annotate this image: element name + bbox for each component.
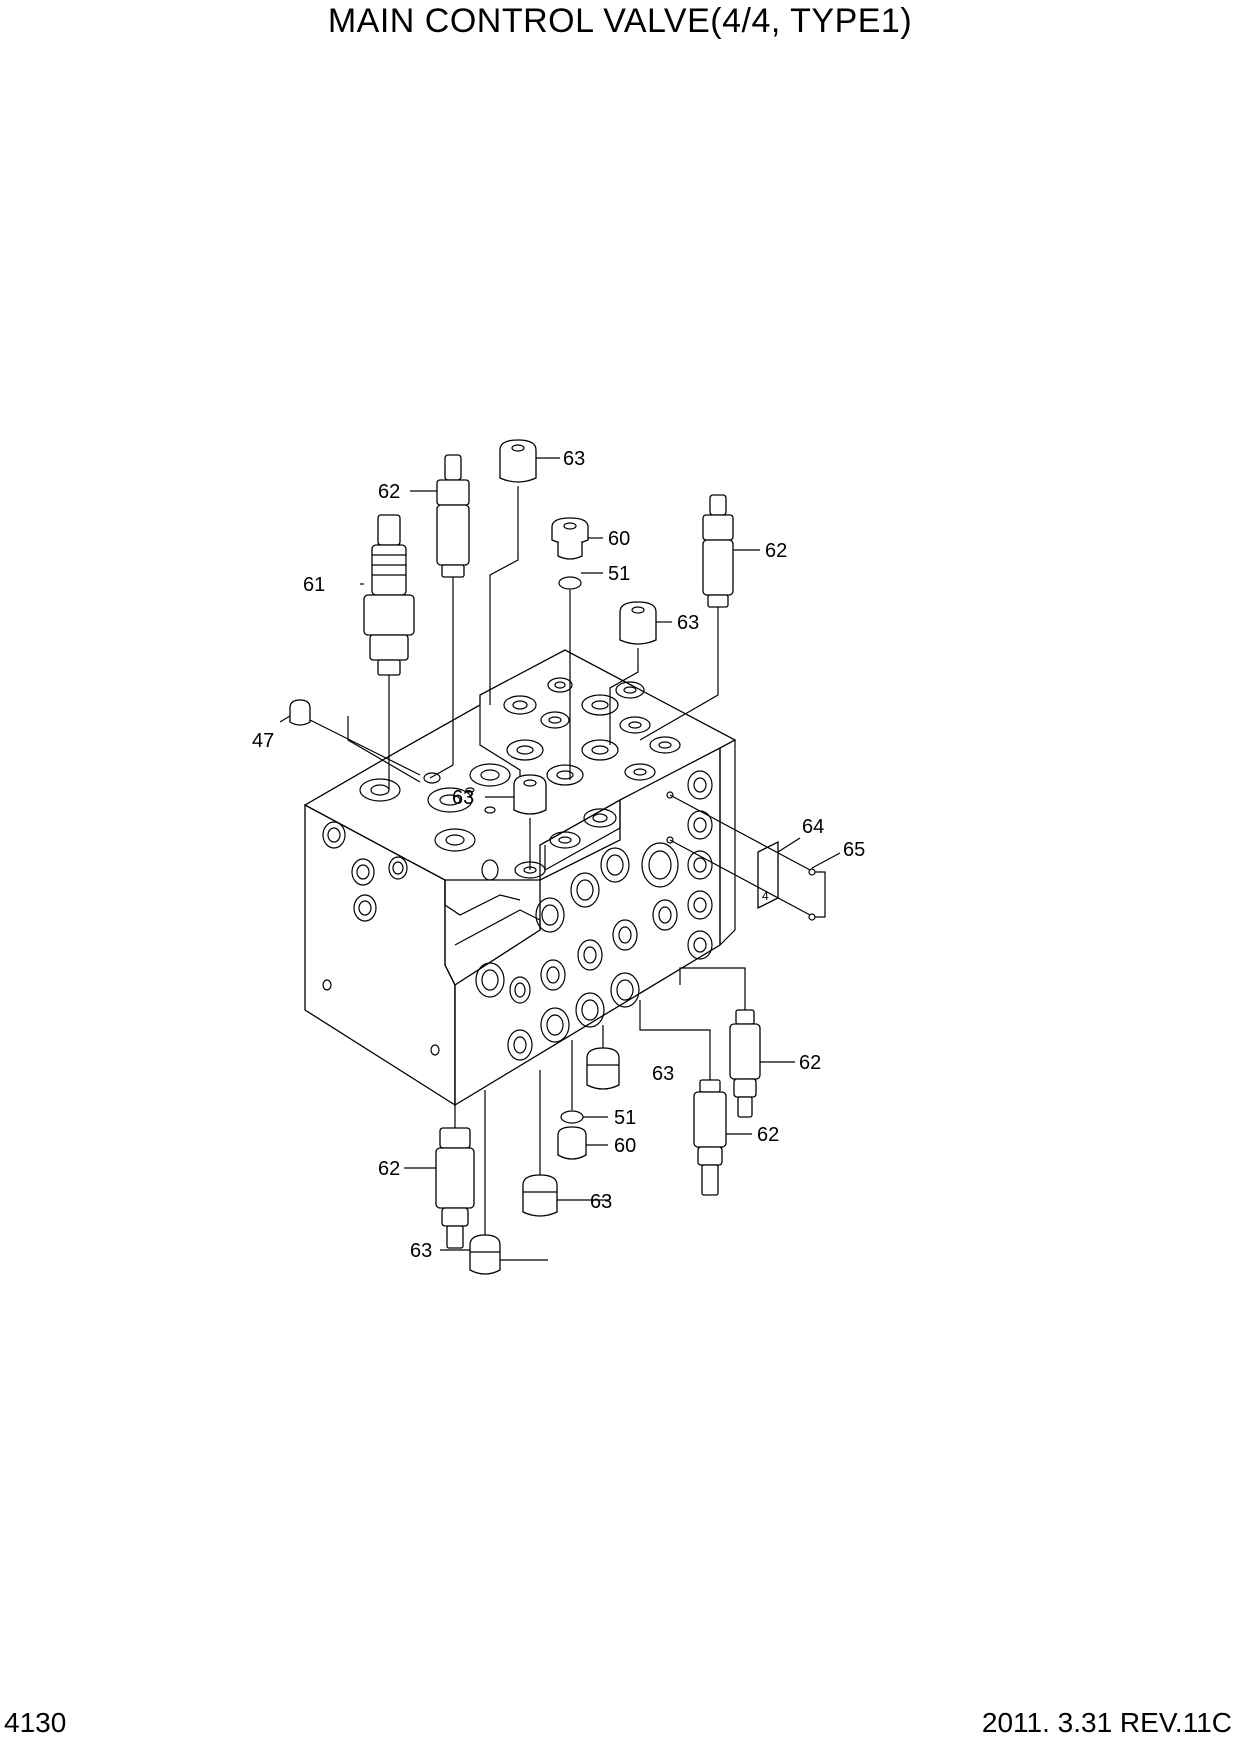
- callout-60-top: 60: [608, 528, 630, 550]
- page-number: 4130: [4, 1707, 67, 1738]
- callout-63-bottom-mid: 63: [652, 1063, 674, 1085]
- callout-62-bottom-right: 62: [799, 1052, 821, 1074]
- callout-62-top-right: 62: [765, 540, 787, 562]
- callout-63-center: 63: [452, 787, 474, 809]
- right-face-ports: [475, 770, 713, 1061]
- plug-62-top-left: [429, 454, 470, 779]
- plug-60-bottom: [557, 1126, 587, 1160]
- callout-61: 61: [303, 574, 325, 596]
- callout-65: 65: [843, 839, 865, 861]
- callout-labels: 63 62 60 51 62 61 63 47 63 64 65 63 51 6…: [252, 448, 865, 1262]
- callout-63-top: 63: [563, 448, 585, 470]
- relief-valve-61: [363, 514, 415, 790]
- callout-62-top-left: 62: [378, 481, 400, 503]
- plug-63-center: [513, 774, 547, 870]
- callout-63-right: 63: [677, 612, 699, 634]
- callout-62-bottom-mid: 62: [757, 1124, 779, 1146]
- plug-47: [289, 699, 421, 783]
- plate-64: 4: [669, 794, 811, 916]
- callout-47: 47: [252, 730, 274, 752]
- callout-51-bottom: 51: [614, 1107, 636, 1129]
- oring-51-bottom: [560, 1040, 584, 1124]
- callout-51-top: 51: [608, 563, 630, 585]
- page-title: MAIN CONTROL VALVE(4/4, TYPE1): [327, 2, 913, 40]
- top-ports: [359, 677, 681, 879]
- plug-63-bottom-mid: [586, 1025, 620, 1090]
- callout-62-bottom-left: 62: [378, 1158, 400, 1180]
- leader-lines: [279, 457, 841, 1261]
- plug-62-bottom-mid: [639, 1000, 727, 1196]
- valve-body: [303, 649, 737, 1107]
- plate-mark-label: 4: [762, 889, 769, 903]
- callout-63-bottom-center: 63: [590, 1191, 612, 1213]
- plug-62-top-right: [639, 494, 734, 741]
- screws-65: [808, 868, 826, 921]
- callout-60-bottom: 60: [614, 1135, 636, 1157]
- plug-63-top: [489, 439, 537, 705]
- oring-51-top: [558, 576, 582, 780]
- plug-60-top: [551, 517, 589, 560]
- left-face-ports: [322, 821, 499, 1056]
- plug-62-bottom-left: [435, 1105, 475, 1249]
- plug-63-bottom-left: [469, 1090, 501, 1275]
- plug-62-bottom-right: [679, 967, 761, 1118]
- plug-63-right: [609, 601, 657, 745]
- callout-63-bottom-left: 63: [410, 1240, 432, 1262]
- plug-63-bottom-center: [522, 1070, 558, 1217]
- callout-64: 64: [802, 816, 824, 838]
- date-revision: 2011. 3.31 REV.11C: [981, 1707, 1232, 1738]
